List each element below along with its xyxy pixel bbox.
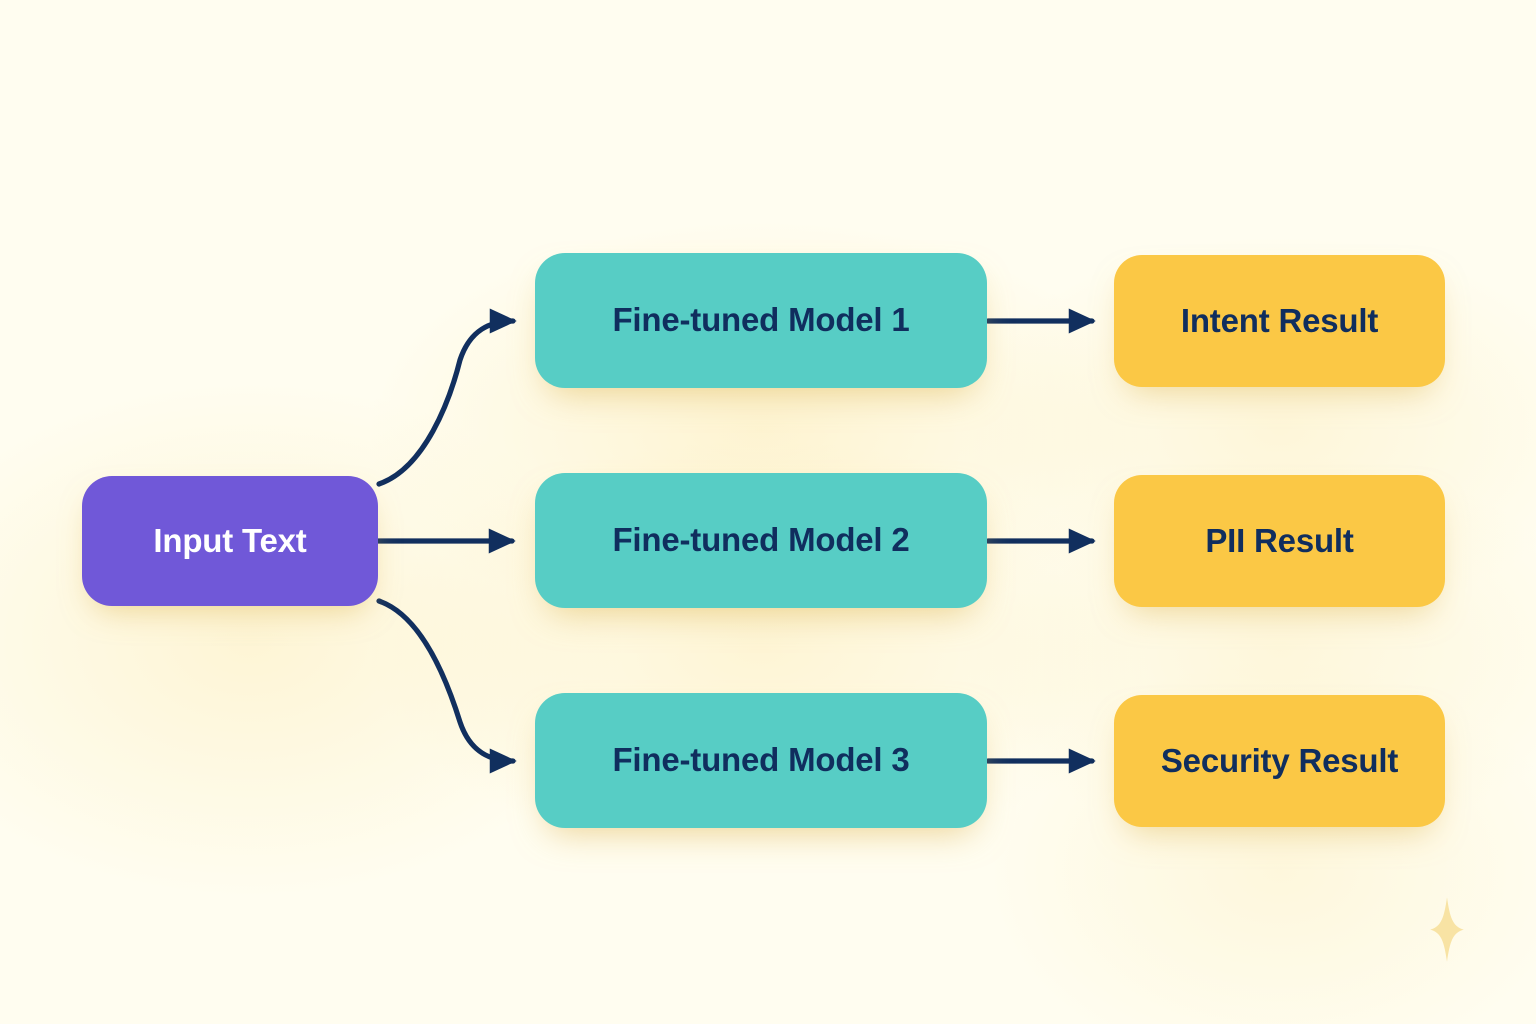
sparkle-icon [1430, 897, 1464, 962]
node-security-result-label: Security Result [1160, 741, 1399, 779]
node-intent-result[interactable]: Intent Result [1114, 255, 1445, 387]
node-fine-tuned-model-3[interactable]: Fine-tuned Model 3 [535, 693, 987, 828]
node-pii-result-label: PII Result [1205, 521, 1354, 559]
node-fine-tuned-model-2-label: Fine-tuned Model 2 [612, 521, 910, 559]
node-input-text-label: Input Text [153, 521, 307, 559]
node-fine-tuned-model-1-label: Fine-tuned Model 1 [612, 301, 910, 339]
edge-input-to-model-1 [376, 308, 517, 487]
node-pii-result[interactable]: PII Result [1114, 475, 1445, 607]
node-fine-tuned-model-2[interactable]: Fine-tuned Model 2 [535, 473, 987, 608]
node-fine-tuned-model-3-label: Fine-tuned Model 3 [612, 741, 910, 779]
node-intent-result-label: Intent Result [1180, 301, 1379, 339]
node-input-text[interactable]: Input Text [82, 476, 378, 606]
node-fine-tuned-model-1[interactable]: Fine-tuned Model 1 [535, 253, 987, 388]
node-security-result[interactable]: Security Result [1114, 695, 1445, 827]
edge-input-to-model-3 [376, 598, 517, 774]
